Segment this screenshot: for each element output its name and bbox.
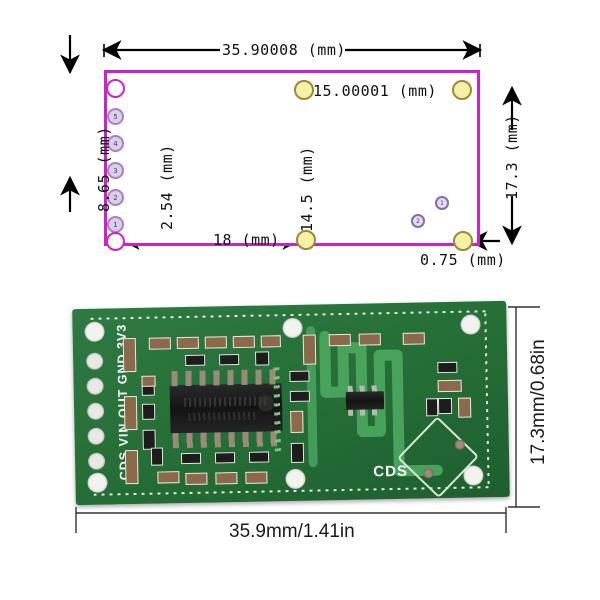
mount-pad-bottom-right (453, 231, 473, 251)
pad-4: 4 (107, 135, 124, 152)
pad-ring-bottom (106, 232, 125, 251)
pcb-board: CDS VIN OUT GND 3V3 (72, 300, 510, 506)
photo-dim-height: 17.3mm/0.68in (528, 339, 549, 465)
pad-5: 5 (107, 108, 124, 125)
dim-hole-offset-left: 18 (mm) (213, 231, 280, 249)
dim-pad-spacing-left: 8.65 (mm) (95, 126, 113, 212)
mount-pad-bottom-left (296, 230, 316, 250)
pad-1: 1 (107, 216, 124, 233)
mount-pad-top-right (452, 80, 472, 100)
photo-dimension-layer (75, 306, 540, 533)
dim-hole-offset-vertical: 14.5 (mm) (298, 146, 316, 232)
dim-pad-pitch: 2.54 (mm) (158, 144, 176, 230)
mechanical-drawing: 5 4 3 2 1 1 2 35.90008 (mm) 8.65 (mm) 2.… (0, 0, 600, 285)
pad-ring-top (106, 79, 125, 98)
mount-pad-top-left (294, 80, 314, 100)
cds-pad-1: 1 (435, 196, 449, 210)
dim-hole-spacing-top: 15.00001 (mm) (313, 82, 437, 100)
dim-width-total: 35.90008 (mm) (222, 41, 346, 59)
module-photo-area: CDS VIN OUT GND 3V3 (0, 285, 600, 600)
photo-dim-width: 35.9mm/1.41in (229, 521, 355, 542)
dim-corner-offset: 0.75 (mm) (420, 251, 506, 269)
pad-3: 3 (107, 162, 124, 179)
cds-pad-2: 2 (411, 214, 425, 228)
dim-height-total: 17.3 (mm) (503, 114, 521, 200)
pad-2: 2 (107, 189, 124, 206)
